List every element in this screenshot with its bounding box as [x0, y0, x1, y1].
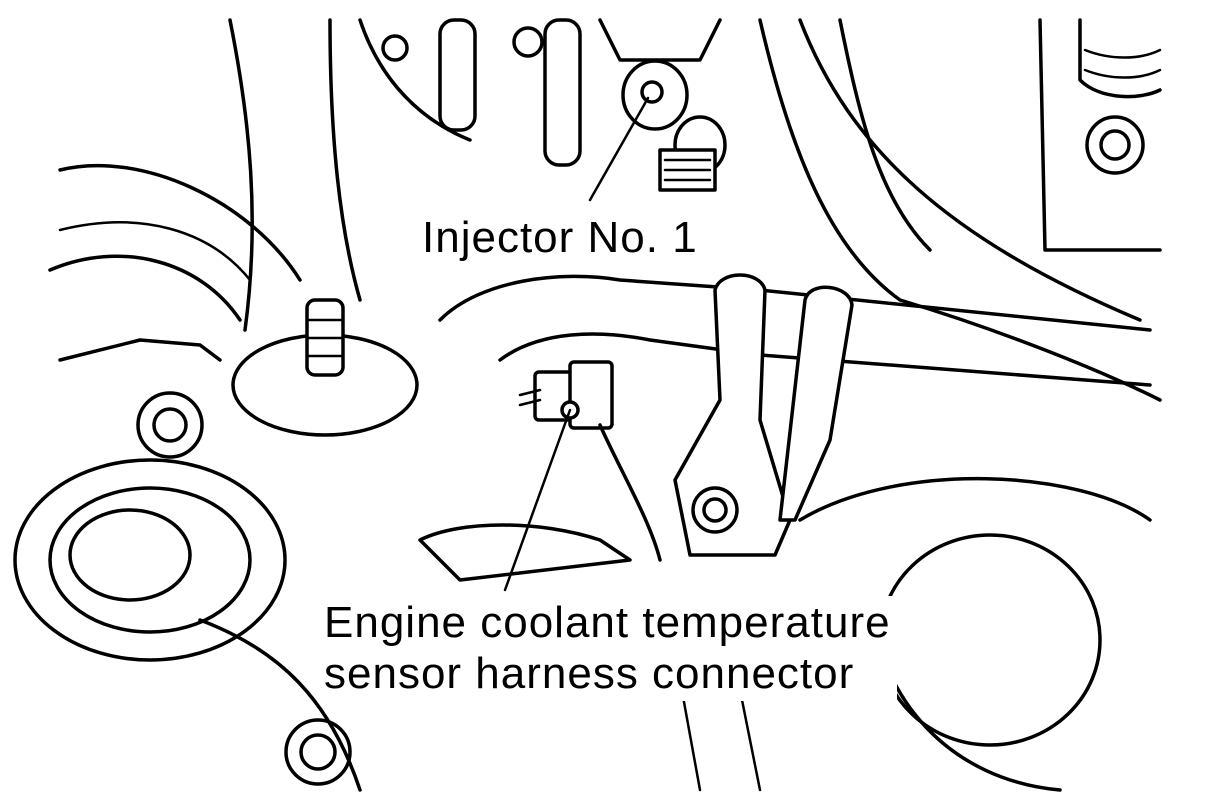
lower-left-pulley	[13, 458, 362, 792]
ect-sensor-label: Engine coolant temperature sensor harnes…	[318, 596, 897, 702]
injector-label: Injector No. 1	[416, 214, 704, 262]
mount-stud	[58, 298, 419, 459]
injector-assembly	[358, 18, 1162, 192]
ect-sensor-connector	[518, 360, 662, 562]
ect-leader-line	[503, 408, 572, 592]
engine-housing-outlines	[48, 18, 1162, 402]
ect-label-line-2: sensor harness connector	[324, 648, 855, 698]
leader-lines	[503, 96, 650, 592]
coolant-pipe	[438, 273, 1152, 557]
ect-label-line-1: Engine coolant temperature	[324, 598, 891, 647]
injector-leader-line	[588, 96, 650, 202]
